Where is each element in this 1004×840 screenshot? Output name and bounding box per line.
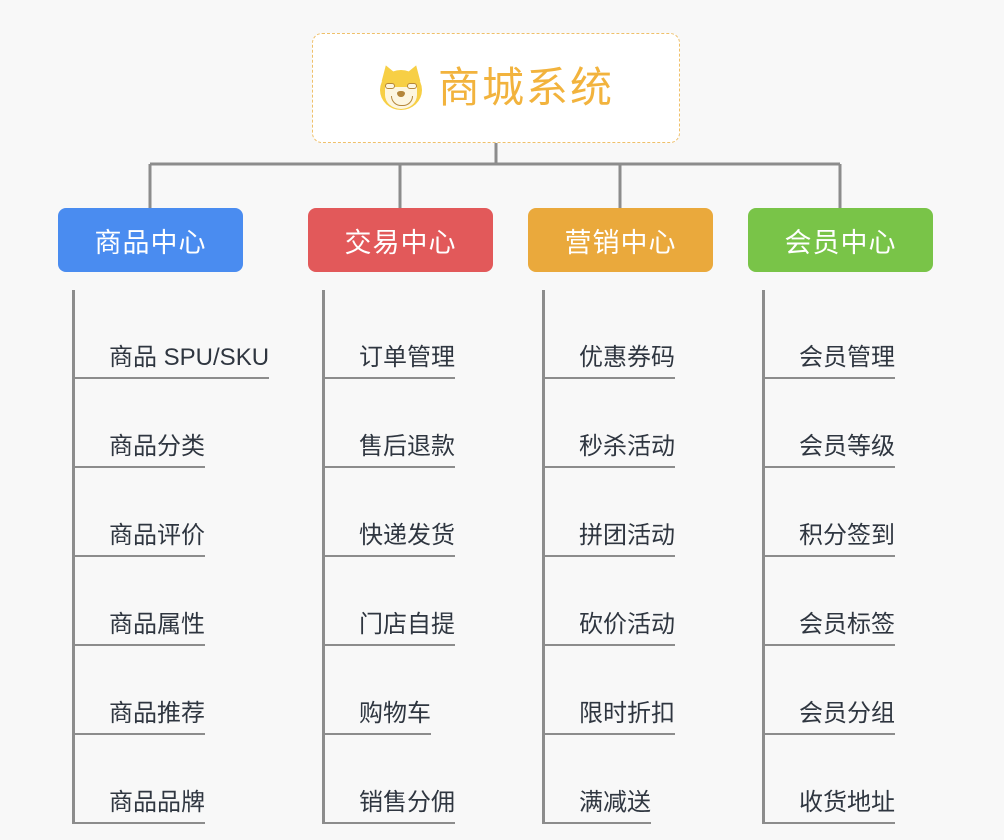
leaf-underline bbox=[325, 377, 455, 379]
leaf-underline bbox=[545, 555, 675, 557]
leaf-label: 商品评价 bbox=[109, 521, 205, 549]
list-item[interactable]: 拼团活动 bbox=[545, 468, 748, 557]
leaf-label: 商品推荐 bbox=[109, 699, 205, 727]
leaf-underline bbox=[325, 555, 455, 557]
list-item[interactable]: 商品 SPU/SKU bbox=[75, 290, 278, 379]
leaf-underline bbox=[765, 644, 895, 646]
leaf-label: 砍价活动 bbox=[579, 610, 675, 638]
leaf-underline bbox=[545, 377, 675, 379]
leaf-label: 门店自提 bbox=[359, 610, 455, 638]
leaf-label: 限时折扣 bbox=[579, 699, 675, 727]
leaf-underline bbox=[325, 644, 455, 646]
list-item[interactable]: 砍价活动 bbox=[545, 557, 748, 646]
leaf-underline bbox=[545, 733, 675, 735]
leaf-underline bbox=[325, 466, 455, 468]
leaf-label: 商品品牌 bbox=[109, 788, 205, 816]
leaf-label: 优惠券码 bbox=[579, 343, 675, 371]
leaf-label: 销售分佣 bbox=[359, 788, 455, 816]
category-column-product: 商品中心 商品 SPU/SKU 商品分类 商品评价 商品属性 商品推荐 商品品牌 bbox=[58, 208, 278, 840]
list-item[interactable]: 购物车 bbox=[325, 646, 528, 735]
list-item[interactable]: 优惠券码 bbox=[545, 290, 748, 379]
leaf-label: 收货地址 bbox=[799, 788, 895, 816]
leaf-underline bbox=[75, 644, 205, 646]
list-item[interactable]: 秒杀活动 bbox=[545, 379, 748, 468]
leaf-underline bbox=[545, 466, 675, 468]
category-column-member: 会员中心 会员管理 会员等级 积分签到 会员标签 会员分组 收货地址 bbox=[748, 208, 968, 840]
leaf-label: 会员分组 bbox=[799, 699, 895, 727]
leaf-label: 拼团活动 bbox=[579, 521, 675, 549]
leaf-underline bbox=[75, 377, 269, 379]
category-column-trade: 交易中心 订单管理 售后退款 快递发货 门店自提 购物车 销售分佣 bbox=[308, 208, 528, 840]
leaf-label: 满减送 bbox=[579, 788, 651, 816]
leaf-list-marketing: 优惠券码 秒杀活动 拼团活动 砍价活动 限时折扣 满减送 bbox=[542, 290, 748, 824]
leaf-label: 会员等级 bbox=[799, 432, 895, 460]
list-item[interactable]: 门店自提 bbox=[325, 557, 528, 646]
list-item[interactable]: 限时折扣 bbox=[545, 646, 748, 735]
category-header-trade[interactable]: 交易中心 bbox=[308, 208, 493, 272]
shiba-dog-face-icon bbox=[377, 62, 425, 111]
category-label: 交易中心 bbox=[344, 227, 457, 258]
list-item[interactable]: 会员标签 bbox=[765, 557, 968, 646]
leaf-label: 商品分类 bbox=[109, 432, 205, 460]
list-item[interactable]: 积分签到 bbox=[765, 468, 968, 557]
leaf-underline bbox=[765, 822, 895, 824]
root-node-mall-system[interactable]: 商城系统 bbox=[312, 33, 680, 143]
leaf-underline bbox=[75, 733, 205, 735]
leaf-list-trade: 订单管理 售后退款 快递发货 门店自提 购物车 销售分佣 bbox=[322, 290, 528, 824]
leaf-label: 购物车 bbox=[359, 699, 431, 727]
leaf-underline bbox=[75, 466, 205, 468]
leaf-list-member: 会员管理 会员等级 积分签到 会员标签 会员分组 收货地址 bbox=[762, 290, 968, 824]
category-label: 商品中心 bbox=[94, 227, 207, 258]
list-item[interactable]: 满减送 bbox=[545, 735, 748, 824]
list-item[interactable]: 售后退款 bbox=[325, 379, 528, 468]
root-title: 商城系统 bbox=[437, 64, 614, 111]
category-label: 会员中心 bbox=[784, 227, 897, 258]
leaf-label: 商品 SPU/SKU bbox=[109, 343, 270, 371]
category-header-member[interactable]: 会员中心 bbox=[748, 208, 933, 272]
leaf-label: 订单管理 bbox=[359, 343, 455, 371]
category-header-marketing[interactable]: 营销中心 bbox=[528, 208, 713, 272]
list-item[interactable]: 会员管理 bbox=[765, 290, 968, 379]
list-item[interactable]: 订单管理 bbox=[325, 290, 528, 379]
list-item[interactable]: 会员等级 bbox=[765, 379, 968, 468]
leaf-underline bbox=[75, 555, 205, 557]
leaf-underline bbox=[325, 822, 455, 824]
list-item[interactable]: 商品分类 bbox=[75, 379, 278, 468]
list-item[interactable]: 商品推荐 bbox=[75, 646, 278, 735]
list-item[interactable]: 会员分组 bbox=[765, 646, 968, 735]
leaf-label: 会员管理 bbox=[799, 343, 895, 371]
leaf-underline bbox=[325, 733, 431, 735]
leaf-label: 秒杀活动 bbox=[579, 432, 675, 460]
leaf-label: 售后退款 bbox=[359, 432, 455, 460]
leaf-underline bbox=[545, 822, 651, 824]
list-item[interactable]: 销售分佣 bbox=[325, 735, 528, 824]
leaf-label: 会员标签 bbox=[799, 610, 895, 638]
list-item[interactable]: 收货地址 bbox=[765, 735, 968, 824]
leaf-list-product: 商品 SPU/SKU 商品分类 商品评价 商品属性 商品推荐 商品品牌 bbox=[72, 290, 278, 824]
leaf-underline bbox=[765, 555, 895, 557]
leaf-label: 积分签到 bbox=[799, 521, 895, 549]
list-item[interactable]: 快递发货 bbox=[325, 468, 528, 557]
leaf-underline bbox=[75, 822, 205, 824]
list-item[interactable]: 商品属性 bbox=[75, 557, 278, 646]
category-column-marketing: 营销中心 优惠券码 秒杀活动 拼团活动 砍价活动 限时折扣 满减送 bbox=[528, 208, 748, 840]
list-item[interactable]: 商品评价 bbox=[75, 468, 278, 557]
leaf-label: 快递发货 bbox=[359, 521, 455, 549]
leaf-underline bbox=[765, 377, 895, 379]
category-label: 营销中心 bbox=[564, 227, 677, 258]
leaf-underline bbox=[545, 644, 675, 646]
list-item[interactable]: 商品品牌 bbox=[75, 735, 278, 824]
leaf-underline bbox=[765, 466, 895, 468]
leaf-label: 商品属性 bbox=[109, 610, 205, 638]
category-header-product[interactable]: 商品中心 bbox=[58, 208, 243, 272]
leaf-underline bbox=[765, 733, 895, 735]
